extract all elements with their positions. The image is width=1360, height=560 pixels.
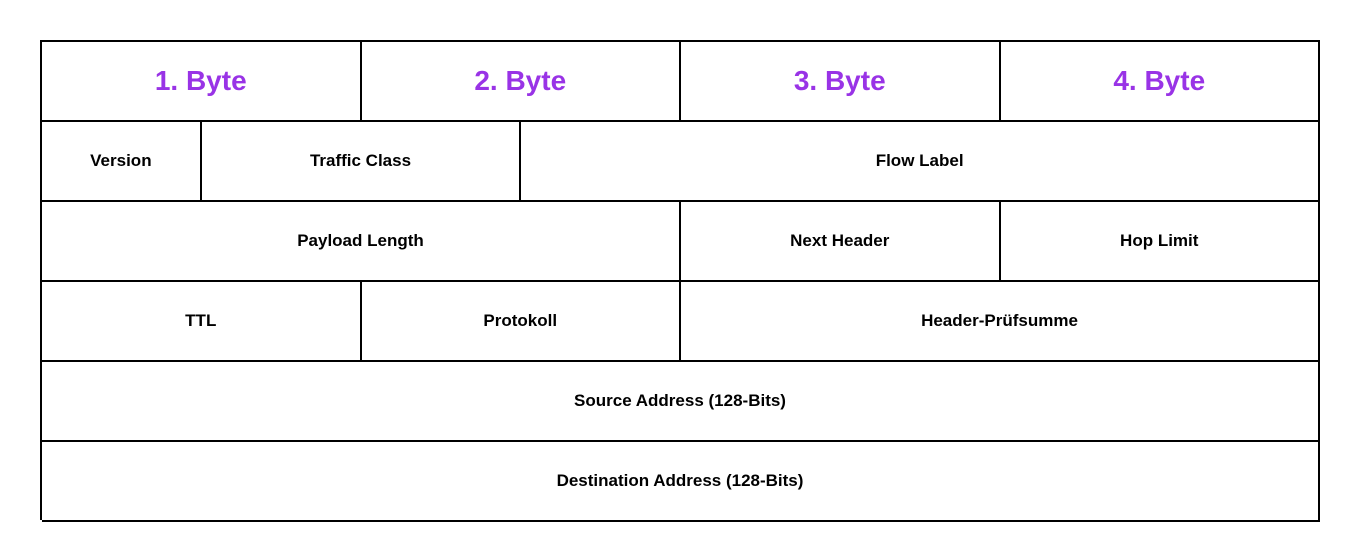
byte-header-1-label: 1. Byte: [154, 65, 247, 96]
field-label-header-pruefsumme: Header-Prüfsumme: [921, 310, 1078, 330]
field-cell-version: Version: [42, 122, 202, 202]
field-label-source-address: Source Address (128-Bits): [574, 390, 786, 410]
field-cell-flow-label: Flow Label: [521, 122, 1320, 202]
field-cell-destination-address: Destination Address (128-Bits): [42, 442, 1320, 522]
field-label-hop-limit: Hop Limit: [1120, 230, 1199, 250]
byte-header-3-label: 3. Byte: [793, 65, 886, 96]
field-label-flow-label: Flow Label: [875, 150, 964, 170]
field-cell-next-header: Next Header: [681, 202, 1001, 282]
byte-header-3: 3. Byte: [681, 42, 1001, 122]
field-label-payload-length: Payload Length: [297, 230, 424, 250]
field-label-destination-address: Destination Address (128-Bits): [556, 470, 804, 490]
field-label-next-header: Next Header: [790, 230, 890, 250]
field-cell-payload-length: Payload Length: [42, 202, 681, 282]
byte-header-1: 1. Byte: [42, 42, 362, 122]
byte-header-4-label: 4. Byte: [1113, 65, 1206, 96]
byte-header-2: 2. Byte: [361, 42, 681, 122]
field-label-traffic-class: Traffic Class: [309, 150, 412, 170]
protocol-header-diagram: 1. Byte 2. Byte 3. Byte 4. Byte Version …: [40, 40, 1320, 522]
field-cell-traffic-class: Traffic Class: [201, 122, 522, 202]
field-label-protokoll: Protokoll: [483, 310, 558, 330]
field-label-ttl: TTL: [185, 310, 217, 330]
field-cell-ttl: TTL: [42, 282, 362, 362]
byte-header-4: 4. Byte: [1000, 42, 1320, 122]
field-cell-header-pruefsumme: Header-Prüfsumme: [681, 282, 1320, 362]
field-cell-source-address: Source Address (128-Bits): [42, 362, 1320, 442]
field-cell-hop-limit: Hop Limit: [1000, 202, 1320, 282]
field-label-version: Version: [90, 150, 152, 170]
byte-header-2-label: 2. Byte: [474, 65, 567, 96]
field-cell-protokoll: Protokoll: [361, 282, 681, 362]
